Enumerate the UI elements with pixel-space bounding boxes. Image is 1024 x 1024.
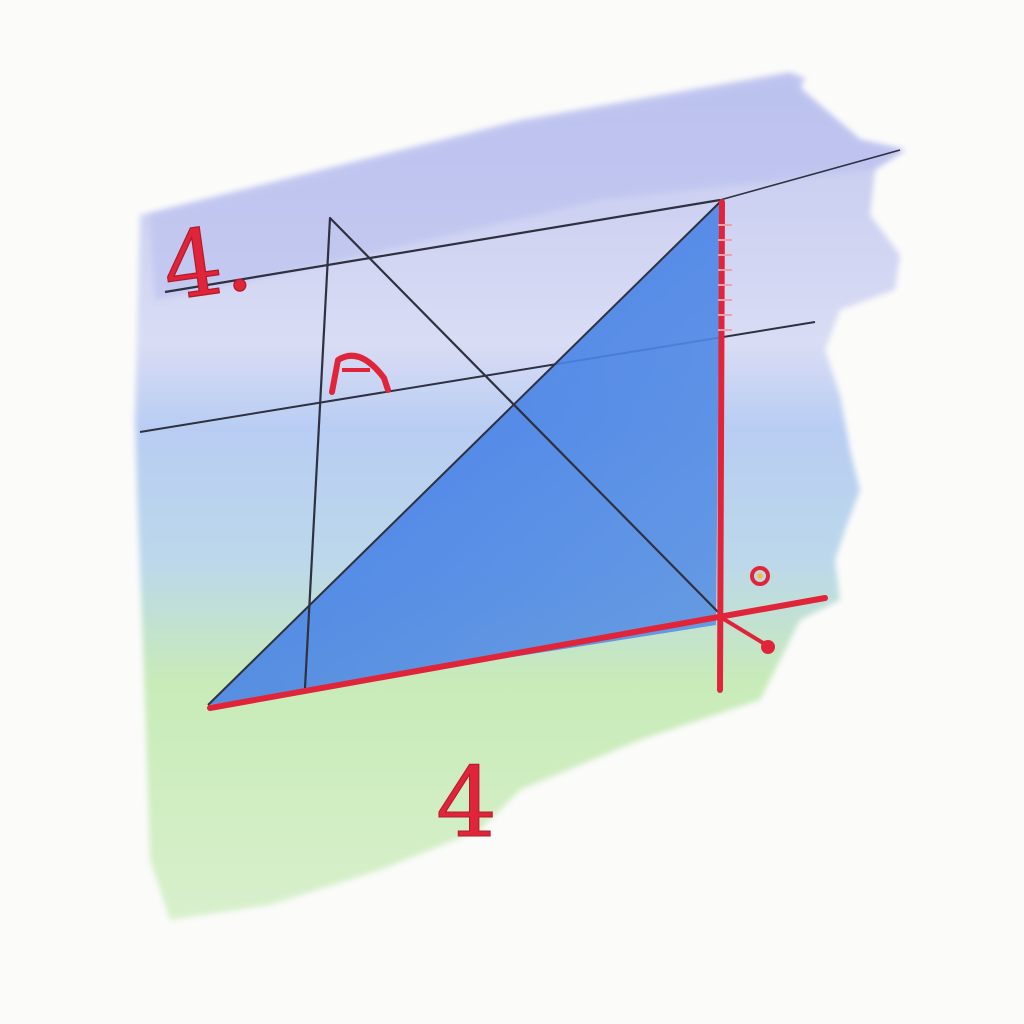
upper-blue-band — [150, 78, 905, 300]
red-stub — [720, 616, 770, 648]
red-angle-mark — [329, 352, 391, 395]
label-bottom: 4 — [436, 747, 497, 859]
degree-mark-center — [757, 573, 763, 579]
triangle-hypotenuse — [207, 201, 721, 706]
label-top-left: 4. — [156, 204, 258, 322]
pencil-triangle — [303, 216, 719, 689]
ruler-ticks — [718, 224, 732, 331]
red-vertical-axis — [717, 199, 725, 693]
degree-mark — [750, 566, 770, 586]
red-dot-mark — [761, 640, 775, 654]
pencil-line-top-extend — [719, 149, 901, 201]
pencil-line-top — [164, 198, 721, 294]
